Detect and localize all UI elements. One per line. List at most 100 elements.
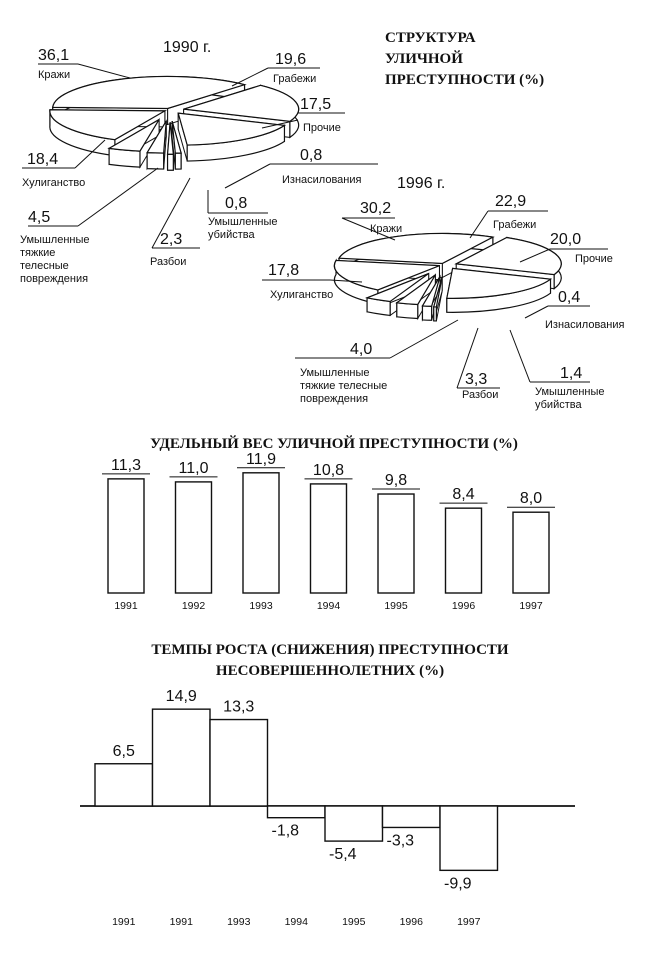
pie-slice xyxy=(49,109,168,141)
structure-title-line: УЛИЧНОЙ xyxy=(385,50,463,67)
leader-line xyxy=(469,210,489,239)
pie-category-label: Прочие xyxy=(303,122,341,134)
pie-value-label: 0,8 xyxy=(225,195,247,212)
structure-title-line: СТРУКТУРА xyxy=(385,30,476,46)
pie-value-label: 2,3 xyxy=(160,231,182,248)
pie-title: 1990 г. xyxy=(163,39,211,56)
bar-value-label: 13,3 xyxy=(223,699,254,716)
pie-value-label: 4,5 xyxy=(28,209,50,226)
x-tick-label: 1993 xyxy=(249,600,273,612)
structure-title-line: ПРЕСТУПНОСТИ (%) xyxy=(385,72,544,88)
pie-value-label: 17,8 xyxy=(268,262,299,279)
x-tick-label: 1991 xyxy=(112,916,136,928)
pie-slice xyxy=(166,122,174,155)
x-tick-label: 1991 xyxy=(170,916,194,928)
pie-slice xyxy=(52,75,247,110)
bar xyxy=(512,511,550,594)
bar-value-label: 10,8 xyxy=(313,462,344,479)
pie-category-label: Разбои xyxy=(462,389,498,401)
bar xyxy=(94,763,154,807)
pie-slice xyxy=(183,84,300,123)
bar xyxy=(174,481,213,594)
leader-line xyxy=(261,119,299,129)
x-tick-label: 1995 xyxy=(384,600,408,612)
x-tick-label: 1997 xyxy=(519,600,543,612)
pie-slice xyxy=(333,259,440,291)
pie-value-label: 18,4 xyxy=(27,151,58,168)
leader-line xyxy=(151,177,191,249)
x-tick-label: 1991 xyxy=(114,600,138,612)
bar-value-label: 8,0 xyxy=(520,490,542,507)
pie-slice xyxy=(432,276,443,308)
pie-slice xyxy=(395,274,436,306)
pie-slice xyxy=(446,267,553,299)
pie-category-label: Хулиганство xyxy=(270,289,333,301)
bar-chart-title: УДЕЛЬНЫЙ ВЕС УЛИЧНОЙ ПРЕСТУПНОСТИ (%) xyxy=(150,435,518,452)
pie-value-label: 20,0 xyxy=(550,231,581,248)
pie-category-label: повреждения xyxy=(300,393,368,405)
bar-value-label: 11,9 xyxy=(246,451,276,468)
pie-slice xyxy=(171,120,182,154)
x-tick-label: 1996 xyxy=(400,916,424,928)
x-tick-label: 1994 xyxy=(285,916,309,928)
pie-category-label: повреждения xyxy=(20,273,88,285)
leader-line xyxy=(519,248,551,263)
pie-slice-rim xyxy=(421,305,433,321)
growth-chart-title: ТЕМПЫ РОСТА (СНИЖЕНИЯ) ПРЕСТУПНОСТИ xyxy=(151,642,509,658)
bar-value-label: 11,0 xyxy=(179,460,209,477)
pie-category-label: Умышленные xyxy=(535,386,605,398)
leader-line xyxy=(224,163,271,189)
bar-value-label: 6,5 xyxy=(113,743,135,760)
leader-line xyxy=(231,67,269,87)
bar-value-label: -1,8 xyxy=(272,823,300,840)
growth-chart-title: НЕСОВЕРШЕННОЛЕТНИХ (%) xyxy=(216,663,444,679)
pie-category-label: убийства xyxy=(208,229,255,241)
bar-value-label: -9,9 xyxy=(444,875,472,892)
pie-slice xyxy=(454,236,562,276)
pie-value-label: 30,2 xyxy=(360,200,391,217)
leader-line xyxy=(389,319,459,359)
leader-line xyxy=(456,327,479,389)
pie-slice-rim xyxy=(174,152,182,170)
leader-line xyxy=(74,139,106,169)
bar xyxy=(309,483,348,594)
x-tick-label: 1996 xyxy=(452,600,476,612)
bar xyxy=(266,805,326,819)
x-tick-label: 1994 xyxy=(317,600,341,612)
leader-line xyxy=(509,329,531,383)
bar xyxy=(242,472,280,594)
x-tick-label: 1992 xyxy=(182,600,206,612)
pie-title: 1996 г. xyxy=(397,175,445,192)
leader-line xyxy=(77,63,131,79)
bar xyxy=(151,708,211,807)
pie-category-label: Разбои xyxy=(150,256,186,268)
pie-slice-rim xyxy=(166,153,174,171)
pie-slice-rim xyxy=(146,152,165,170)
pie-category-label: Прочие xyxy=(575,253,613,265)
pie-value-label: 36,1 xyxy=(38,47,69,64)
pie-value-label: 4,0 xyxy=(350,341,372,358)
bar xyxy=(107,478,145,594)
bar xyxy=(324,805,384,842)
bar-value-label: 9,8 xyxy=(385,472,407,489)
bar-value-label: 14,9 xyxy=(166,688,197,705)
pie-value-label: 17,5 xyxy=(300,96,331,113)
pie-slice xyxy=(146,120,167,154)
bar-value-label: 8,4 xyxy=(452,486,474,503)
pie-slice xyxy=(364,272,430,303)
leader-line xyxy=(77,167,159,227)
pie-value-label: 1,4 xyxy=(560,365,582,382)
pie-slice-rim xyxy=(396,302,419,320)
leader-line xyxy=(341,217,396,241)
pie-value-label: 0,4 xyxy=(558,289,580,306)
pie-category-label: Хулиганство xyxy=(22,177,85,189)
pie-category-label: тяжкие телесные xyxy=(300,380,387,392)
pie-value-label: 0,8 xyxy=(300,147,322,164)
bar-value-label: 11,3 xyxy=(111,457,141,474)
bar-value-label: -5,4 xyxy=(329,846,357,863)
pie-category-label: Кражи xyxy=(38,69,70,81)
pie-value-label: 3,3 xyxy=(465,371,487,388)
pie-value-label: 19,6 xyxy=(275,51,306,68)
pie-category-label: Изнасилования xyxy=(545,319,625,331)
